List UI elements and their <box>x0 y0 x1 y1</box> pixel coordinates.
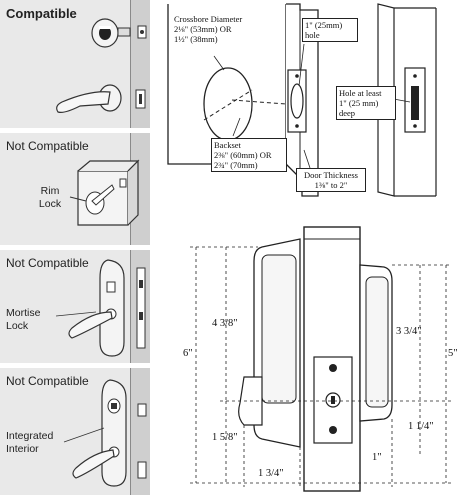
dimension-bottom-width: 1 3/4" <box>258 468 284 479</box>
integrated-interior-illustration <box>63 379 147 487</box>
backset-label: Backset 2⅜" (60mm) OR 2¾" (70mm) <box>211 138 287 172</box>
hole-label: 1" (25mm) hole <box>302 18 358 42</box>
dimension-right-lower: 1 1/4" <box>408 421 434 432</box>
door-prep-diagram <box>167 3 437 197</box>
rim-lock-label: Rim Lock <box>38 185 62 210</box>
dimension-bottom-right: 1" <box>372 452 382 463</box>
door-thickness-label: Door Thickness 1⅜" to 2" <box>296 168 366 192</box>
mortise-lock-illustration <box>55 259 146 357</box>
edge-hole-label: Hole at least 1" (25 mm) deep <box>336 86 396 120</box>
dimension-left-lower: 1 5/8" <box>212 432 238 443</box>
integrated-interior-title: Not Compatible <box>6 374 89 388</box>
dimension-right-upper: 3 3/4" <box>396 326 422 337</box>
rim-lock-title: Not Compatible <box>6 139 89 153</box>
mortise-lock-title: Not Compatible <box>6 256 89 270</box>
dimension-left-total: 6" <box>183 348 193 359</box>
compatible-panel: Compatible <box>0 0 150 128</box>
deadbolt-and-lever-illustration <box>56 18 147 113</box>
mortise-lock-label: Mortise Lock <box>6 307 41 332</box>
mortise-lock-panel: Not Compatible Mortise Lock <box>0 250 150 363</box>
dimension-left-upper: 4 3/8" <box>212 318 238 329</box>
crossbore-label: Crossbore Diameter 2⅛" (53mm) OR 1½" (38… <box>174 14 243 44</box>
rim-lock-panel: Not Compatible Rim Lock <box>0 133 150 245</box>
lock-dimension-diagram <box>190 226 452 492</box>
integrated-interior-panel: Not Compatible Integrated Interior <box>0 368 150 495</box>
dimension-right-total: 5" <box>448 348 458 359</box>
integrated-interior-label: Integrated Interior <box>6 430 54 455</box>
rim-lock-illustration <box>69 159 140 226</box>
compatible-title: Compatible <box>6 6 77 21</box>
